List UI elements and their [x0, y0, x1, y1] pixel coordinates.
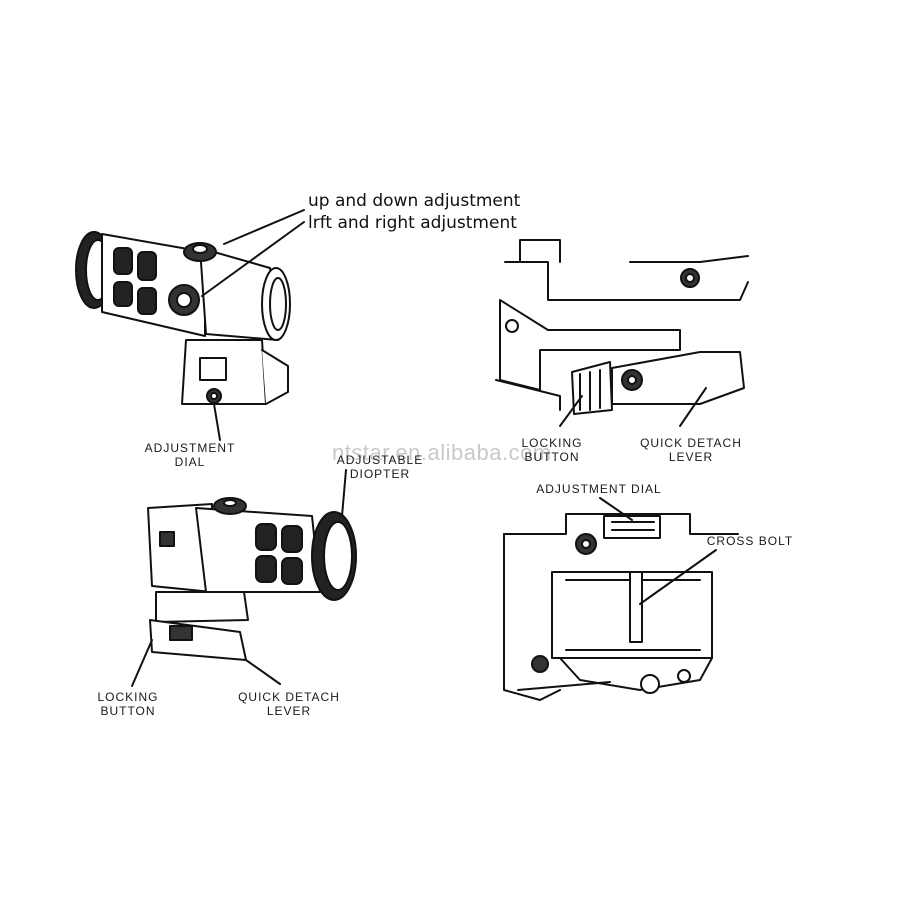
magnifier-bottom-left: [147, 497, 357, 661]
leader-diopter: [341, 469, 347, 517]
callout-leader-up-down: [223, 209, 305, 245]
callout-left-right: lrft and right adjustment: [308, 213, 517, 233]
label-adjustable-diopter: Adjustable Diopter: [330, 453, 430, 481]
leader-adjustment-dial-right: [599, 497, 633, 521]
label-quick-detach-lever-bottom: Quick detach lever: [236, 690, 342, 718]
label-adjustable-diopter-line2: Diopter: [349, 467, 411, 481]
label-adjustment-dial-right: Adjustment dial: [536, 482, 662, 496]
label-quick-detach-lever-bottom-line2: lever: [266, 704, 312, 718]
mount-bottom-right: [503, 513, 739, 701]
callout-leader-left-right: [201, 221, 305, 297]
label-adjustment-dial-line2: dial: [174, 455, 206, 469]
label-adjustment-dial: Adjustment dial: [140, 441, 240, 469]
leader-locking-button-bottom: [131, 639, 153, 687]
label-quick-detach-lever-bottom-line1: Quick detach: [238, 690, 340, 704]
label-quick-detach-lever-top: Quick detach lever: [640, 436, 742, 464]
leader-quick-detach-bottom: [245, 659, 281, 685]
label-locking-button-bottom-line1: Locking: [97, 690, 159, 704]
label-locking-button-top: Locking button: [521, 436, 583, 464]
label-locking-button-bottom-line2: button: [100, 704, 156, 718]
callout-up-down: up and down adjustment: [308, 191, 521, 211]
watermark: ntstar.en.alibaba.com: [332, 440, 552, 465]
leader-quick-detach-top: [679, 387, 707, 427]
label-cross-bolt: Cross Bolt: [706, 534, 794, 548]
leader-cross-bolt: [639, 549, 717, 605]
label-adjustment-dial-line1: Adjustment: [144, 441, 236, 455]
label-locking-button-bottom: Locking button: [92, 690, 164, 718]
leader-adjustment-dial-left: [213, 403, 221, 441]
magnifier-top-left: [75, 231, 291, 405]
leader-locking-button-top: [559, 395, 583, 427]
label-adjustable-diopter-line1: Adjustable: [336, 453, 424, 467]
mount-top-right: [495, 239, 749, 415]
